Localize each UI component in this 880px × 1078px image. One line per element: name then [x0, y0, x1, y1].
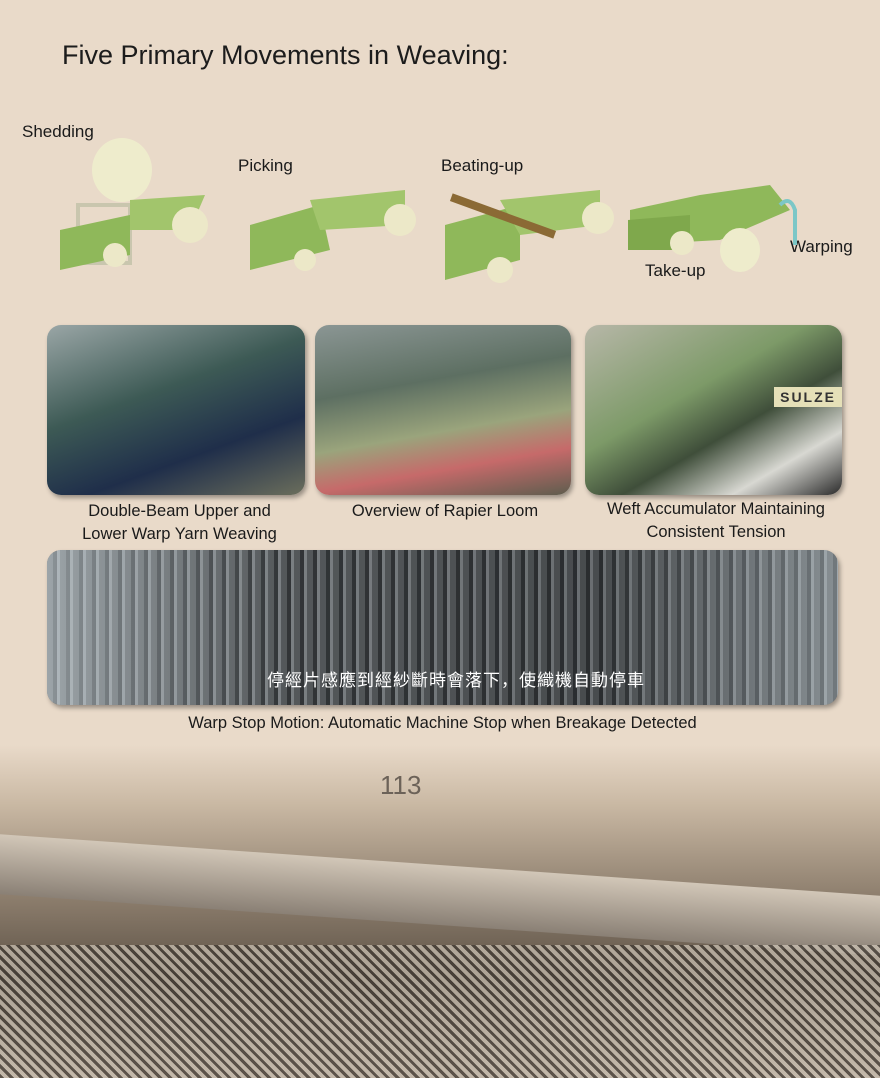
- caption-line: Consistent Tension: [646, 523, 786, 541]
- caption-line: Double-Beam Upper and: [88, 502, 271, 520]
- caption-line: Lower Warp Yarn Weaving: [82, 525, 277, 543]
- photo-warp-stop-motion: 停經片感應到經紗斷時會落下，使織機自動停車: [47, 550, 838, 705]
- label-take-up: Take-up: [645, 261, 706, 280]
- label-beating-up: Beating-up: [441, 156, 524, 175]
- caption-line: Weft Accumulator Maintaining: [607, 500, 825, 518]
- sulzer-sign: SULZE: [774, 387, 842, 407]
- page-title: Five Primary Movements in Weaving:: [62, 40, 509, 70]
- caption-warp-stop-motion: Warp Stop Motion: Automatic Machine Stop…: [188, 714, 697, 732]
- photo-double-beam: [47, 325, 305, 495]
- picking-diagram: [250, 190, 416, 271]
- overlay-text: 停經片感應到經紗斷時會落下，使織機自動停車: [267, 671, 645, 691]
- label-picking: Picking: [238, 156, 293, 175]
- caption-double-beam: Double-Beam Upper and Lower Warp Yarn We…: [47, 500, 312, 546]
- machine-number: 113: [380, 770, 422, 800]
- weaving-diagrams: [60, 138, 797, 283]
- label-warping: Warping: [790, 237, 853, 256]
- take-up-warping-diagram: [628, 185, 797, 272]
- background-loom-photo: 113: [0, 745, 880, 1078]
- photo-weft-accumulator: SULZE: [585, 325, 842, 495]
- shedding-diagram: [60, 138, 208, 270]
- label-shedding: Shedding: [22, 122, 94, 141]
- beating-up-diagram: [445, 190, 614, 283]
- caption-weft-accumulator: Weft Accumulator Maintaining Consistent …: [585, 498, 847, 544]
- caption-rapier-loom: Overview of Rapier Loom: [351, 502, 539, 520]
- photo-rapier-loom: [315, 325, 571, 495]
